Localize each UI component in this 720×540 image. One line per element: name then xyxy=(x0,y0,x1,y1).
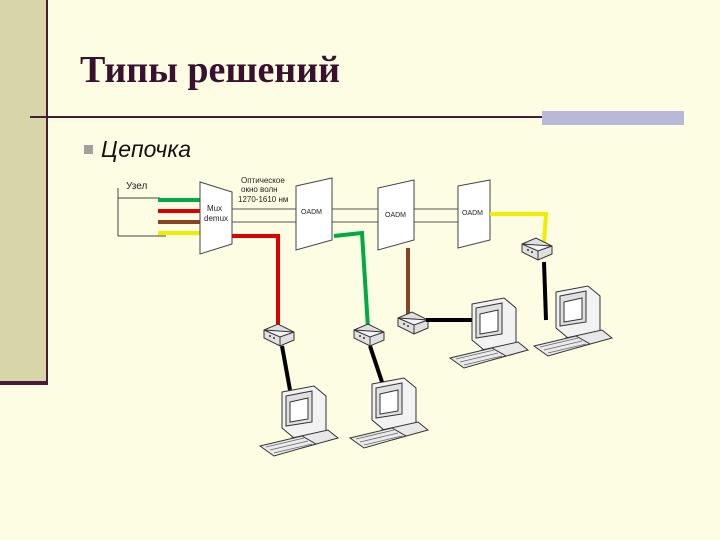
mux-demux-block: Mux demux xyxy=(199,181,233,255)
computer-icon-1 xyxy=(259,385,339,457)
link-line-1 xyxy=(280,345,292,391)
svg-text:1270-1610 нм: 1270-1610 нм xyxy=(238,195,288,204)
node-label: Узел xyxy=(126,181,147,192)
side-bar xyxy=(0,0,46,383)
svg-text:OADM: OADM xyxy=(301,209,322,216)
mux-label-2: demux xyxy=(204,214,228,223)
drop-line-green xyxy=(333,230,370,329)
link-line-4 xyxy=(542,261,548,321)
link-line-2 xyxy=(368,345,386,389)
mux-label-1: Mux xyxy=(207,204,222,213)
svg-text:окно волн: окно волн xyxy=(241,185,278,194)
svg-text:OADM: OADM xyxy=(385,212,406,219)
router-icon-3 xyxy=(397,311,429,335)
router-icon-4 xyxy=(521,237,553,261)
fiber-window-label: Оптическое окно волн 1270-1610 нм xyxy=(238,176,288,204)
side-bar-edge xyxy=(46,0,48,385)
title-rule-accent xyxy=(542,111,684,125)
bullet-item: Цепочка xyxy=(84,136,191,163)
title-rule xyxy=(30,116,542,118)
bullet-text: Цепочка xyxy=(101,136,191,162)
computer-icon-3 xyxy=(449,297,529,369)
svg-text:OADM: OADM xyxy=(462,210,483,217)
drop-line-red xyxy=(232,234,280,328)
oadm-1: OADM xyxy=(295,177,333,251)
drop-line-yellow xyxy=(490,212,549,243)
slide-title: Типы решений xyxy=(80,49,340,91)
oadm-3: OADM xyxy=(457,179,491,249)
computer-icon-2 xyxy=(349,377,429,449)
router-icon-1 xyxy=(263,323,295,347)
node-box: Узел xyxy=(117,181,166,237)
svg-text:Оптическое: Оптическое xyxy=(241,176,285,185)
router-icon-2 xyxy=(353,323,385,347)
bullet-square-icon xyxy=(84,145,93,154)
oadm-2: OADM xyxy=(377,179,415,251)
side-bar-underline xyxy=(0,381,47,385)
